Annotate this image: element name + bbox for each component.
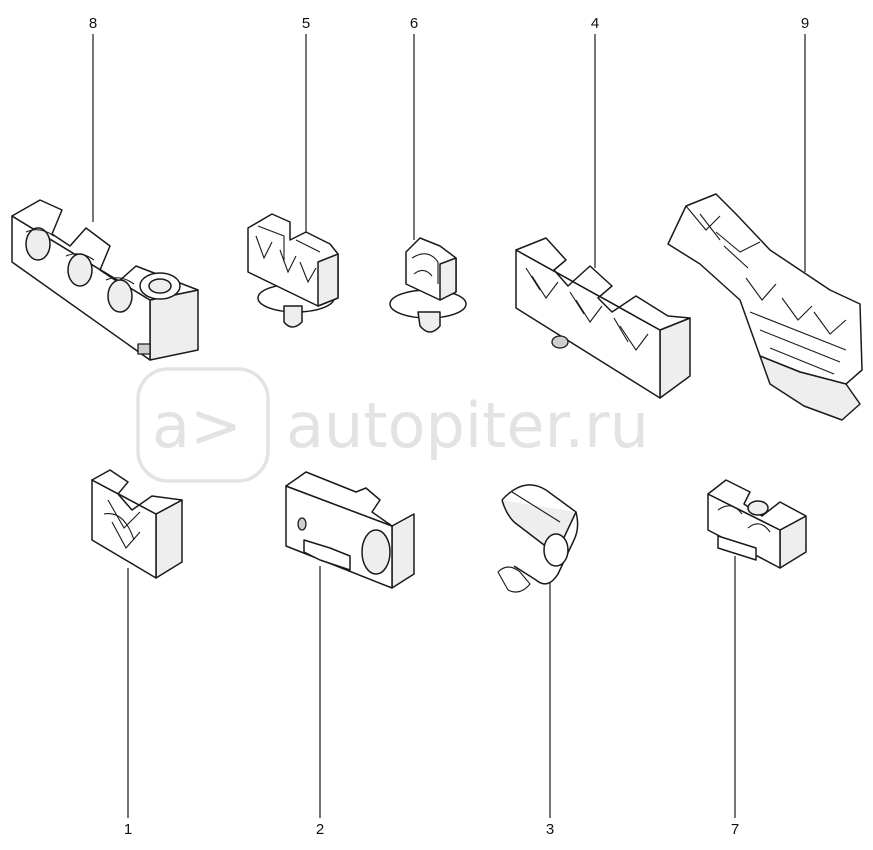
callout-7: 7 bbox=[731, 821, 739, 838]
part-9-bracket bbox=[667, 193, 863, 421]
part-1-clip-block bbox=[91, 469, 183, 579]
watermark-logo-glyph: a> bbox=[152, 389, 242, 462]
part-5-double-clip bbox=[247, 213, 339, 328]
callout-3: 3 bbox=[546, 821, 554, 838]
watermark-text: autopiter.ru bbox=[286, 389, 649, 462]
part-8-clip bbox=[11, 199, 199, 361]
callout-2: 2 bbox=[316, 821, 324, 838]
watermark-logo-box bbox=[136, 367, 270, 483]
part-4-triple-clip bbox=[515, 237, 691, 399]
part-7-small-clip bbox=[707, 479, 807, 569]
callout-8: 8 bbox=[89, 15, 97, 32]
callout-4: 4 bbox=[591, 15, 599, 32]
callout-5: 5 bbox=[302, 15, 310, 32]
callout-1: 1 bbox=[124, 821, 132, 838]
part-2-slot-block bbox=[285, 471, 415, 589]
watermark: a> autopiter.ru bbox=[136, 367, 649, 483]
part-6-single-clip bbox=[389, 237, 467, 333]
callout-6: 6 bbox=[410, 15, 418, 32]
part-3-spring-clip bbox=[497, 484, 579, 593]
callout-9: 9 bbox=[801, 15, 809, 32]
